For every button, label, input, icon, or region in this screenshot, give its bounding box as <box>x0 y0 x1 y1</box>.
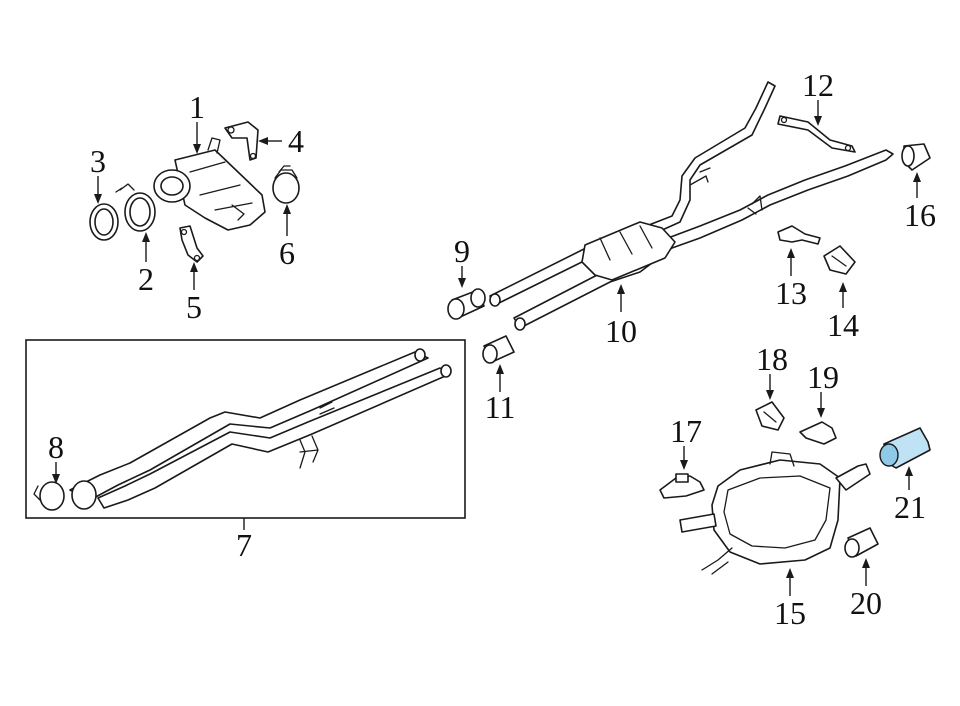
part-bracket-4[interactable] <box>224 121 259 161</box>
part-bracket-5[interactable] <box>179 225 204 263</box>
part-catalytic-converter[interactable] <box>153 137 266 231</box>
part-clamp-8[interactable] <box>33 481 65 511</box>
callout-12: 12 <box>802 67 834 103</box>
part-front-pipe-7[interactable] <box>69 348 452 510</box>
callout-16: 16 <box>904 197 936 233</box>
part-rear-muffler-15[interactable] <box>679 451 871 575</box>
callout-14: 14 <box>827 307 859 343</box>
part-clamp-6[interactable] <box>272 165 300 204</box>
callout-4: 4 <box>288 123 304 159</box>
part-bracket-12[interactable] <box>777 115 856 153</box>
callout-10: 10 <box>605 313 637 349</box>
part-hanger-18[interactable] <box>755 401 785 431</box>
part-hanger-17[interactable] <box>659 473 705 499</box>
callout-5: 5 <box>186 289 202 325</box>
part-clamp-2[interactable] <box>115 183 156 232</box>
callout-19: 19 <box>807 359 839 395</box>
callout-2: 2 <box>138 261 154 297</box>
part-mount-9[interactable] <box>447 288 486 320</box>
part-mount-16[interactable] <box>901 143 931 171</box>
part-mount-20[interactable] <box>844 527 879 558</box>
callout-17: 17 <box>670 413 702 449</box>
callout-21: 21 <box>894 489 926 525</box>
callout-9: 9 <box>454 233 470 269</box>
part-bracket-19[interactable] <box>799 421 837 445</box>
part-bracket-13[interactable] <box>777 225 821 245</box>
callout-13: 13 <box>775 275 807 311</box>
callout-18: 18 <box>756 341 788 377</box>
callout-1: 1 <box>189 89 205 125</box>
part-gasket-3[interactable] <box>89 203 119 241</box>
callout-7: 7 <box>236 527 252 563</box>
leader-lines <box>52 100 921 596</box>
part-7-frame <box>25 339 466 519</box>
callout-6: 6 <box>279 235 295 271</box>
part-hanger-14[interactable] <box>823 245 856 275</box>
callout-20: 20 <box>850 585 882 621</box>
callout-labels: 1 2 3 4 5 6 7 8 9 10 11 12 13 14 15 16 1… <box>48 67 936 631</box>
callout-3: 3 <box>90 143 106 179</box>
callout-11: 11 <box>485 389 516 425</box>
part-mount-11[interactable] <box>482 335 515 364</box>
callout-15: 15 <box>774 595 806 631</box>
part-exhaust-tip-21[interactable] <box>879 427 931 469</box>
part-center-pipe-10[interactable] <box>489 81 894 331</box>
callout-8: 8 <box>48 429 64 465</box>
